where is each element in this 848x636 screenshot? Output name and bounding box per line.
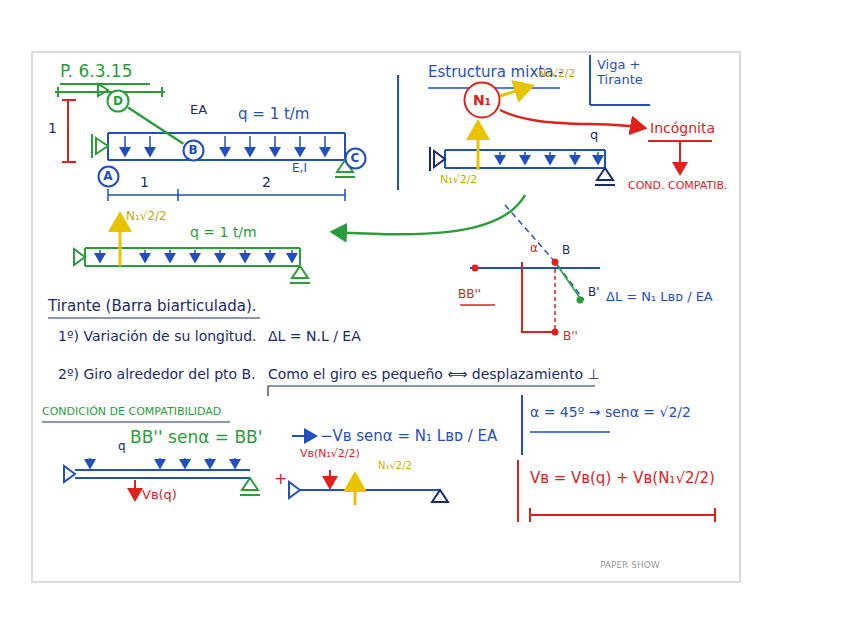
point-label: B — [562, 244, 570, 258]
heading: Tirante (Barra biarticulada). — [48, 298, 257, 315]
load-label: q = 1 t/m — [238, 106, 309, 123]
step-text: Como el giro es pequeño ⟺ desplazamiento… — [268, 366, 600, 382]
formula: ΔL = N₁ Lʙᴅ / EA — [606, 290, 713, 305]
note: COND. COMPATIB. — [628, 180, 727, 193]
load-label: q = 1 t/m — [190, 224, 257, 240]
circled-point: A — [97, 165, 120, 188]
node-letter: B — [188, 143, 197, 157]
force-label: N₁√2/2 — [440, 174, 477, 187]
displacement-label: BB'' — [458, 288, 481, 302]
note: Viga + Tirante — [597, 58, 657, 88]
point-label: B' — [588, 286, 600, 300]
circled-point: C — [344, 147, 367, 170]
dimension: 1 — [140, 174, 149, 190]
reaction-label: Vʙ(N₁√2/2) — [300, 448, 360, 461]
circled-point: D — [106, 89, 130, 113]
note: Incógnita — [650, 120, 715, 136]
operator: + — [274, 470, 287, 488]
node-letter: D — [113, 94, 123, 108]
formula: −Vʙ senα = N₁ Lʙᴅ / EA — [320, 428, 497, 445]
node-letter: C — [351, 151, 360, 165]
formula: Vʙ = Vʙ(q) + Vʙ(N₁√2/2) — [530, 470, 715, 487]
bar-property: EA — [190, 103, 207, 118]
load-label: q — [590, 128, 598, 143]
force-label: N₁√2/2 — [538, 68, 575, 81]
step-text: 2º) Giro alrededor del pto B. — [58, 366, 256, 382]
circled-point: N₁ — [463, 81, 501, 119]
load-label: q — [118, 440, 126, 454]
step-text: 1º) Variación de su longitud. — [58, 328, 257, 344]
dimension: 1 — [48, 120, 57, 136]
point-label: B'' — [563, 330, 578, 344]
node-letter: N₁ — [473, 92, 491, 108]
force-label: N₁√2/2 — [126, 210, 167, 224]
formula: α = 45º → senα = √2/2 — [530, 404, 691, 420]
node-letter: A — [103, 169, 112, 183]
tie-bar — [128, 108, 183, 144]
angle-label: α — [530, 242, 538, 256]
beam-property: E,I — [292, 162, 307, 176]
formula: ΔL = N.L / EA — [268, 328, 361, 344]
formula: BB'' senα = BB' — [130, 428, 262, 448]
circled-point: B — [182, 139, 205, 162]
reaction-label: Vʙ(q) — [142, 488, 177, 503]
problem-title: P. 6.3.15 — [60, 62, 132, 82]
watermark: PAPER SHOW — [600, 560, 660, 570]
heading: CONDICIÓN DE COMPATIBILIDAD — [42, 406, 221, 419]
force-label: N₁√2/2 — [378, 460, 412, 472]
dimension: 2 — [262, 174, 271, 190]
